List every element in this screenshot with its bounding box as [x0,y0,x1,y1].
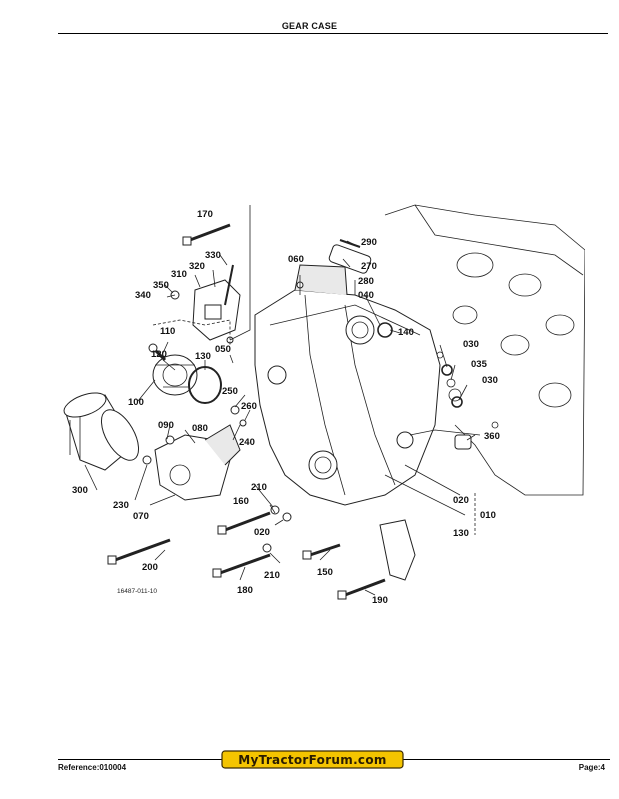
part-label-360: 360 [484,431,500,442]
page-number: Page:4 [578,763,605,772]
part-label-250: 250 [222,386,238,397]
thermostat-housing [192,279,241,341]
gear-case [254,244,441,506]
part-label-210-a: 210 [251,482,267,493]
part-label-340: 340 [135,290,151,301]
leader-lines [84,205,481,596]
part-label-100: 100 [128,397,144,408]
part-label-190: 190 [372,595,388,606]
part-label-170: 170 [197,209,213,220]
water-pump [152,354,198,396]
part-label-310: 310 [171,269,187,280]
site-logo: MyTractorForum.com [221,750,404,769]
part-label-280: 280 [358,276,374,287]
reference-number: Reference:010004 [58,763,127,772]
part-label-120: 120 [151,349,167,360]
part-label-210-b: 210 [264,570,280,581]
page-title: GEAR CASE [281,21,338,31]
part-label-200: 200 [142,562,158,573]
part-label-140: 140 [398,327,414,338]
part-label-035: 035 [471,359,488,370]
part-label-010: 010 [480,510,496,521]
bracket [379,519,416,581]
part-label-350: 350 [153,280,169,291]
part-label-020-b: 020 [453,495,469,506]
part-label-110: 110 [160,326,175,337]
part-label-240: 240 [239,437,255,448]
part-label-050: 050 [215,344,231,355]
part-label-300: 300 [72,485,88,496]
drawing-code: 16487-011-10 [117,588,157,595]
part-label-260: 260 [241,401,257,412]
part-label-070: 070 [133,511,149,522]
exploded-parts-diagram: 170 330 320 310 350 340 110 120 130 050 … [63,204,585,606]
engine-block [384,204,585,496]
part-label-290: 290 [361,237,377,248]
part-label-090: 090 [158,420,174,431]
part-label-230: 230 [113,500,129,511]
part-label-030-a: 030 [463,339,479,350]
part-label-020-a: 020 [254,527,270,538]
part-label-060: 060 [288,254,304,265]
part-label-150: 150 [317,567,333,578]
part-label-130: 130 [195,351,211,362]
part-label-180: 180 [237,585,253,596]
header-divider [58,33,608,34]
part-label-030-b: 030 [482,375,498,386]
oil-filter-bracket [154,424,241,501]
part-label-160: 160 [233,496,249,507]
part-label-130-b: 130 [453,528,469,539]
part-label-270: 270 [361,261,377,272]
part-label-320: 320 [189,261,205,272]
oil-filter [63,392,140,471]
part-label-080: 080 [192,423,208,434]
logo-text: MyTractorForum.com [238,753,386,767]
part-label-040: 040 [358,290,374,301]
part-label-330: 330 [205,250,221,261]
